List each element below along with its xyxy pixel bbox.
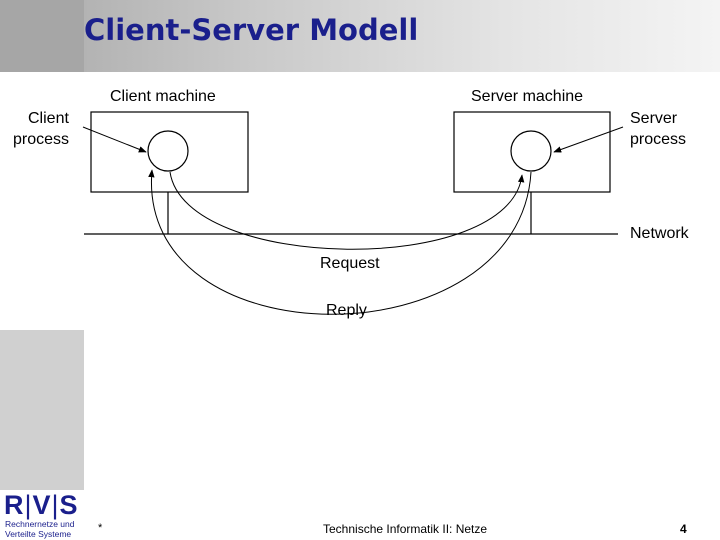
server-process-pointer: [553, 126, 624, 153]
network-label: Network: [630, 225, 690, 242]
page-number: 4: [680, 522, 687, 536]
left-strip-bottom: [0, 330, 84, 490]
left-strip-top: [0, 0, 84, 72]
rvs-logo: R|V|S Rechnernetze und Verteilte Systeme: [2, 490, 84, 540]
server-process-circle: [510, 130, 552, 172]
server-process-label-line1: Server: [630, 110, 678, 127]
slide-title: Client-Server Modell: [84, 13, 419, 47]
client-process-circle: [147, 130, 189, 172]
client-machine-box: [90, 111, 249, 193]
request-label: Request: [320, 255, 380, 272]
reply-label: Reply: [326, 302, 367, 319]
client-process-label-line2: process: [13, 131, 69, 148]
request-arrow: [169, 171, 525, 250]
logo-letters: R|V|S: [4, 490, 79, 520]
footer-marker: *: [98, 522, 103, 534]
server-machine-label: Server machine: [471, 88, 583, 105]
client-process-pointer: [82, 126, 147, 153]
client-machine-label: Client machine: [110, 88, 216, 105]
reply-arrow: [148, 169, 532, 315]
footer-course-title: Technische Informatik II: Netze: [323, 522, 488, 536]
title-bar: [0, 0, 720, 72]
client-server-diagram: Client machine Server machine Client pro…: [13, 88, 690, 319]
server-machine-box: [453, 111, 611, 193]
logo-subtitle-line1: Rechnernetze und: [5, 519, 75, 529]
client-process-label-line1: Client: [28, 110, 69, 127]
server-process-label-line2: process: [630, 131, 686, 148]
logo-subtitle-line2: Verteilte Systeme: [5, 529, 72, 539]
